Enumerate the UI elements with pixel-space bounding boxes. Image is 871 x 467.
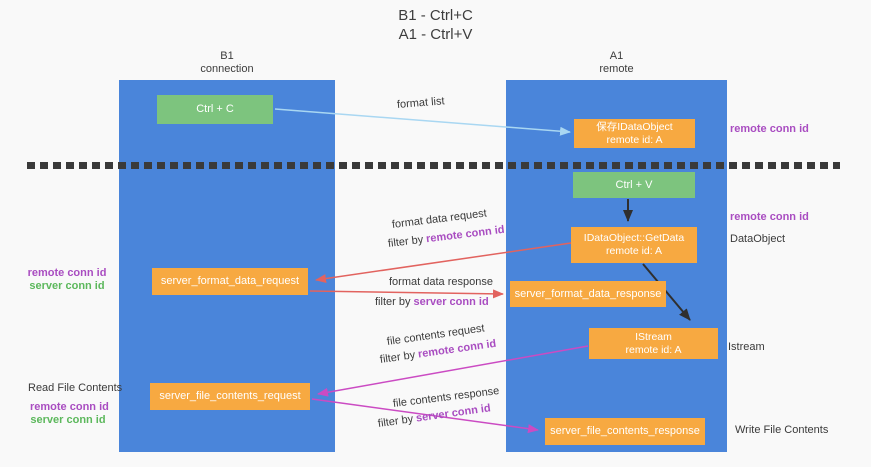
server-format-data-request-box: server_format_data_request	[152, 268, 308, 295]
filter-by-prefix: filter by	[375, 296, 411, 308]
lane-b1-subtitle: connection	[200, 63, 254, 75]
remote-conn-id-annotation-bottom-left: remote conn id	[30, 401, 109, 413]
remote-conn-id-key: remote conn id	[425, 223, 506, 246]
ctrl-v-box: Ctrl + V	[573, 172, 695, 198]
ctrl-c-box: Ctrl + C	[157, 95, 273, 124]
istream-line2: remote id: A	[625, 343, 682, 356]
read-file-contents-annotation: Read File Contents	[28, 382, 123, 394]
getdata-line1: IDataObject::GetData	[583, 232, 685, 244]
ctrl-v-label: Ctrl + V	[615, 178, 653, 191]
title-line-1: B1 - Ctrl+C	[398, 7, 473, 24]
conn-id-annotation-mid-left: remote conn id server conn id	[27, 267, 107, 293]
istream-annotation: Istream	[728, 341, 765, 353]
getdata-line2: remote id: A	[605, 245, 663, 257]
ctrl-c-label: Ctrl + C	[196, 103, 234, 115]
filter-by-prefix: filter by	[387, 233, 424, 250]
lane-a1-subtitle: remote	[599, 63, 634, 75]
server-file-contents-response-label: server_file_contents_response	[550, 425, 700, 437]
server-conn-id-key: server conn id	[413, 296, 489, 308]
remote-conn-id-annotation-top-right: remote conn id	[730, 123, 809, 135]
lane-b1-title: B1	[220, 50, 234, 62]
server-format-data-response-label: server_format_data_response	[514, 287, 662, 300]
save-idataobject-line1: 保存IDataObject	[596, 120, 673, 133]
filter-by-prefix: filter by	[379, 349, 416, 366]
title-line-2: A1 - Ctrl+V	[398, 26, 473, 43]
server-conn-id-annotation-bottom-left: server conn id	[30, 414, 106, 426]
lane-header-a1: A1 remote	[506, 50, 727, 76]
remote-conn-id-annotation-mid-right: remote conn id	[730, 211, 809, 223]
conn-id-annotation-bottom-left: remote conn id server conn id	[30, 401, 109, 427]
lane-header-b1: B1 connection	[119, 50, 335, 76]
filter-by-prefix: filter by	[377, 413, 414, 430]
format-data-response-label: format data response	[389, 276, 493, 288]
server-file-contents-request-label: server_file_contents_request	[159, 390, 301, 402]
lane-a1-title: A1	[609, 50, 624, 62]
remote-conn-id-annotation-mid-left: remote conn id	[27, 267, 107, 279]
dataobject-annotation: DataObject	[730, 233, 786, 245]
server-file-contents-response-box: server_file_contents_response	[545, 418, 705, 445]
save-idataobject-box: 保存IDataObject remote id: A	[574, 119, 695, 148]
istream-box: IStream remote id: A	[589, 328, 718, 359]
server-conn-id-annotation-mid-left: server conn id	[29, 280, 105, 292]
server-format-data-request-label: server_format_data_request	[160, 275, 300, 287]
istream-line1: IStream	[635, 330, 672, 343]
write-file-contents-annotation: Write File Contents	[735, 424, 829, 436]
copy-paste-separator-line	[27, 162, 840, 169]
save-idataobject-line2: remote id: A	[606, 133, 663, 146]
server-file-contents-request-box: server_file_contents_request	[150, 383, 310, 410]
idataobject-getdata-box: IDataObject::GetData remote id: A	[571, 227, 697, 263]
format-list-label: format list	[396, 95, 446, 111]
diagram-title: B1 - Ctrl+C A1 - Ctrl+V	[0, 6, 871, 44]
format-data-response-arrow	[309, 289, 504, 299]
server-format-data-response-box: server_format_data_response	[510, 281, 666, 307]
